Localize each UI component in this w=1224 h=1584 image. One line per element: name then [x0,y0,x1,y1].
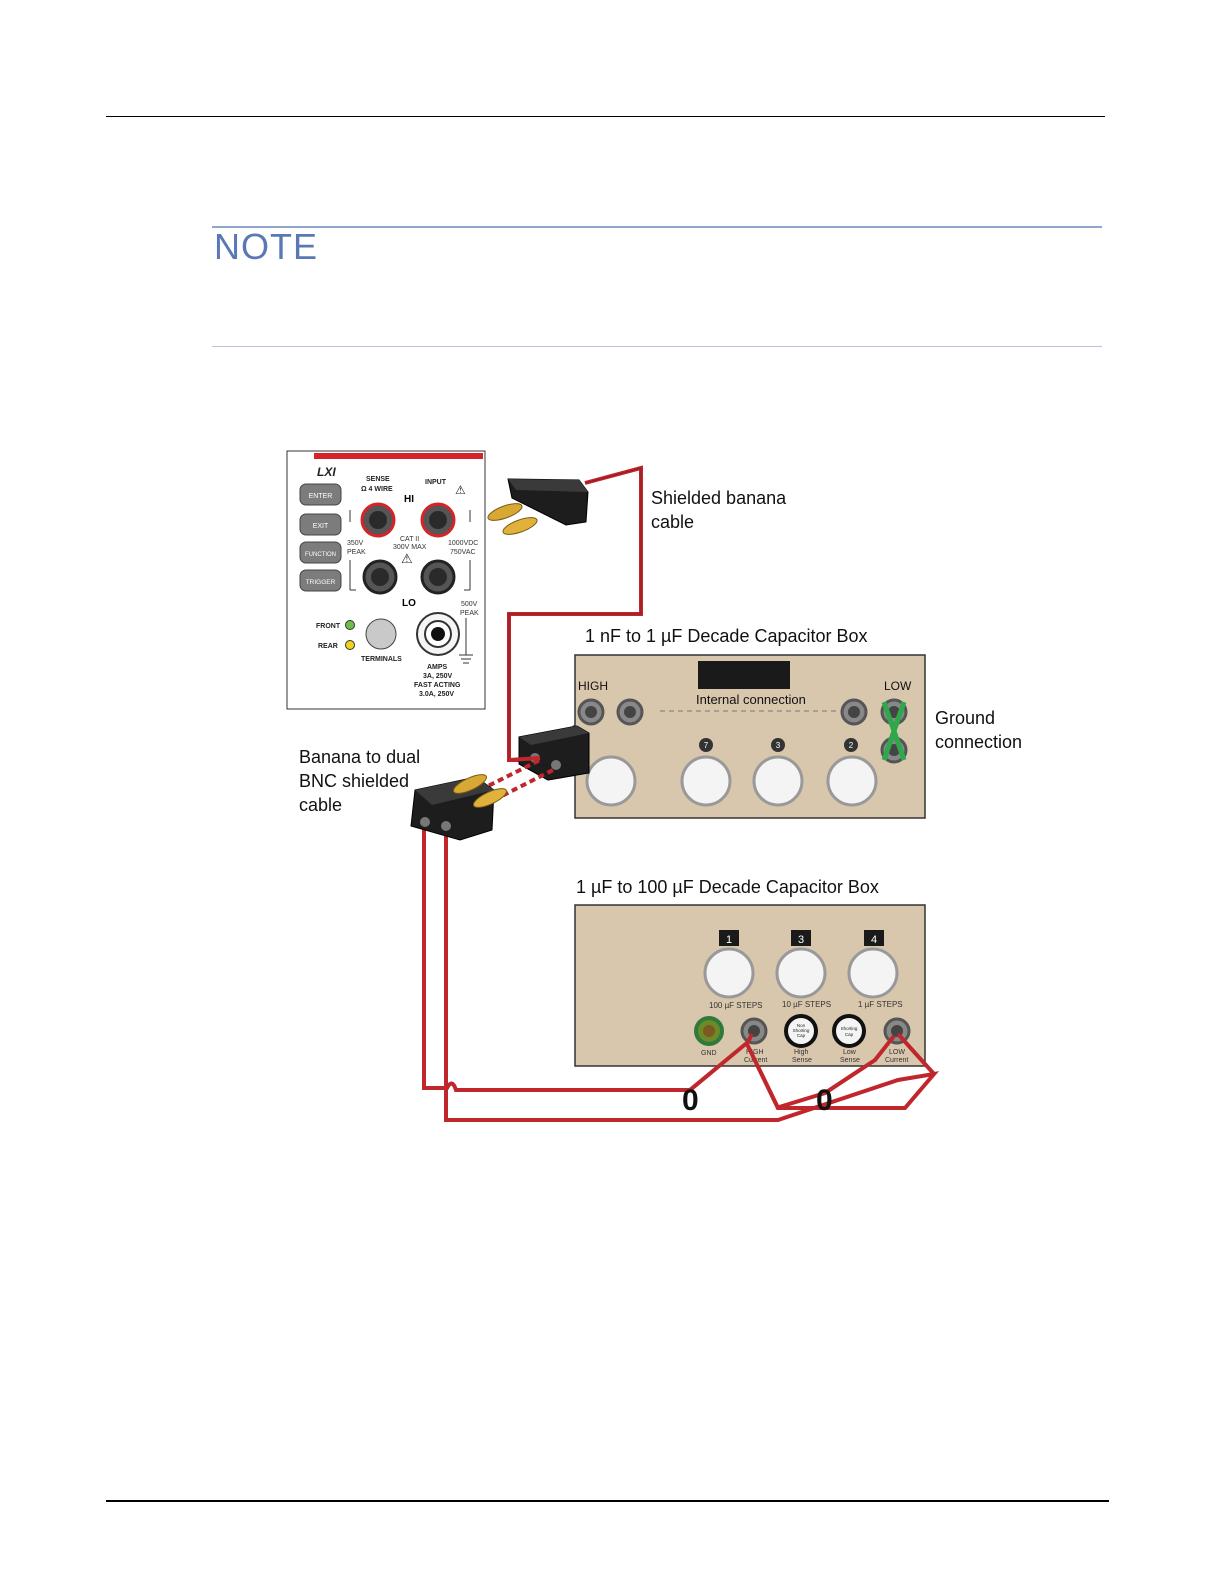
internal-connection-block [698,661,790,689]
amps-line2: FAST ACTING [414,682,461,689]
gnd-label: GND [701,1050,717,1057]
box1-knob-1[interactable] [585,755,637,807]
low-current-label-1: LOW [889,1049,905,1056]
callout-banana-dual-bnc-2: BNC shielded [299,771,409,791]
shorting-cap-1: Shorting [841,1026,858,1031]
low-sense-label-1: Low [843,1049,857,1056]
banana-plug-at-box1 [508,725,590,781]
high-current-label-1: HIGH [746,1049,764,1056]
cable-ends-box2 [688,1032,936,1109]
box1-knob-number-2: 3 [776,741,781,750]
box1-knob-number-1: 7 [704,741,709,750]
rear-label: REAR [318,643,338,650]
amps-line1: 3A, 250V [423,673,453,680]
steps-1uf: 1 µF STEPS [858,1000,903,1009]
amps-line3: 3.0A, 250V [419,691,454,698]
panel-button-enter[interactable]: ENTER [299,483,342,506]
warning-icon-center: ⚠ [401,551,413,566]
box2-knob-number-2: 3 [798,934,804,946]
non-shorting-cap-2: Shorting [793,1028,810,1033]
front-panel: LXI SENSE Ω 4 WIRE INPUT ⚠ HI ENTER EXIT… [286,450,486,710]
note-top-rule [212,226,1102,228]
input-label: INPUT [425,479,447,486]
box2-knob-1uf[interactable] [847,947,899,999]
panel-button-exit[interactable]: EXIT [299,513,342,536]
exit-button-label: EXIT [313,523,329,530]
box1-low-label: LOW [884,679,912,693]
steps-100uf: 100 µF STEPS [709,1001,763,1010]
internal-connection-label: Internal connection [696,692,806,707]
rating-1000vdc: 1000VDC [448,540,478,547]
high-sense-label-2: Sense [792,1057,812,1064]
enter-button-label: ENTER [309,493,333,500]
rating-500v: 500V [461,601,478,608]
low-current-label-2: Current [885,1057,908,1064]
warning-icon-top: ⚠ [455,483,466,497]
low-sense-label-2: Sense [840,1057,860,1064]
high-sense-label-1: High [794,1049,809,1056]
callout-banana-dual-bnc-1: Banana to dual [299,747,420,767]
ground-icon [459,618,473,664]
box1-knob-4[interactable] [826,755,878,807]
box1-knob-2[interactable] [680,755,732,807]
front-indicator [345,620,355,630]
panel-button-function[interactable]: FUNCTION [299,541,342,564]
terminals-label: TERMINALS [361,656,402,663]
cat-line1: CAT II [400,536,419,543]
hi-label: HI [404,494,414,505]
trigger-button-label: TRIGGER [306,579,336,586]
rating-peak2: PEAK [460,610,479,617]
callout-shielded-banana-2: cable [651,512,694,532]
cat-line2: 300V MAX [393,544,427,551]
header-rule [106,116,1105,117]
steps-10uf: 10 µF STEPS [782,1000,831,1009]
box1-title: 1 nF to 1 µF Decade Capacitor Box [585,626,868,646]
decade-box-1nf: 1 nF to 1 µF Decade Capacitor Box Intern… [574,626,926,819]
panel-button-trigger[interactable]: TRIGGER [299,569,342,592]
box2-knob-number-1: 1 [726,934,732,946]
box1-knob-3[interactable] [752,755,804,807]
box2-knob-100uf[interactable] [703,947,755,999]
ferrite-mark-1: 0 [682,1084,699,1117]
box2-high-sense-cap[interactable] [784,1014,818,1048]
footer-rule [106,1500,1109,1502]
note-title: NOTE [214,226,319,267]
ground-jumper [881,701,907,761]
front-label: FRONT [316,623,341,630]
lo-label: LO [402,598,416,609]
sense-sub-label: Ω 4 WIRE [361,486,393,493]
note-bottom-rule [212,346,1102,347]
terminals-button[interactable] [365,618,397,650]
box2-knob-10uf[interactable] [775,947,827,999]
rating-350v: 350V [347,540,364,547]
non-shorting-cap-1: Non [797,1023,806,1028]
lxi-logo: LXI [317,465,336,479]
rear-indicator [345,640,355,650]
ferrite-mark-2: 0 [816,1084,833,1117]
non-shorting-cap-3: Cap [797,1033,806,1038]
box2-low-sense-cap[interactable] [832,1014,866,1048]
function-button-label: FUNCTION [305,552,336,558]
box2-title: 1 µF to 100 µF Decade Capacitor Box [576,877,879,897]
amps-label: AMPS [427,664,448,671]
box2-knob-number-3: 4 [871,934,877,946]
callout-ground-2: connection [935,732,1022,752]
rating-750vac: 750VAC [450,549,476,556]
box1-high-label: HIGH [578,679,608,693]
callout-ground-1: Ground [935,708,995,728]
callout-shielded-banana-1: Shielded banana [651,488,787,508]
rating-peak: PEAK [347,549,366,556]
callout-banana-dual-bnc-3: cable [299,795,342,815]
shorting-cap-2: Cap [845,1032,854,1037]
box1-knob-number-3: 2 [849,741,854,750]
sense-label: SENSE [366,476,390,483]
